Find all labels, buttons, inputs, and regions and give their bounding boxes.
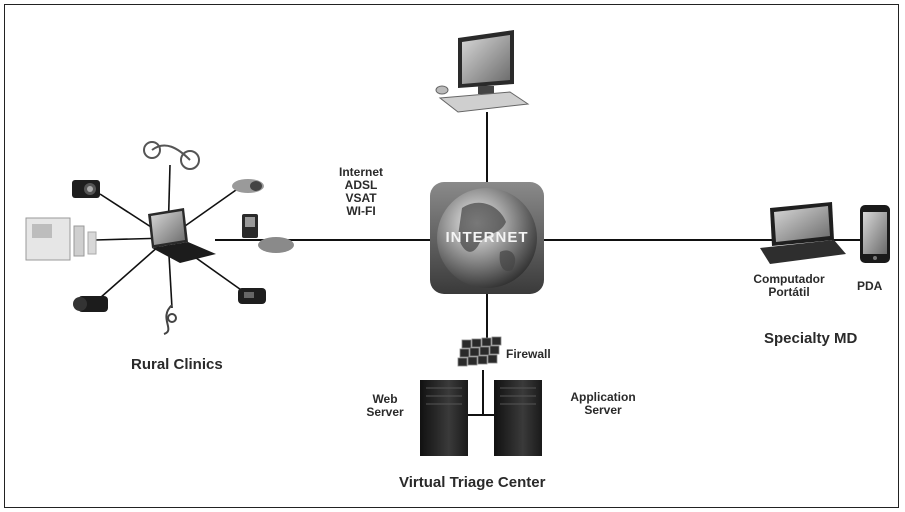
medical-sensor-icon	[232, 179, 264, 193]
pulse-oximeter-icon	[238, 288, 266, 304]
firewall-label: Firewall	[506, 347, 551, 361]
handheld-monitor-icon	[242, 214, 294, 253]
specialty-md-title: Specialty MD	[764, 330, 858, 347]
diagram-frame	[4, 4, 899, 508]
cable-probe-icon	[163, 304, 177, 335]
rural-laptop-icon	[148, 208, 216, 263]
web-server-icon	[420, 380, 468, 456]
connection-lines	[215, 112, 865, 416]
link-types-label: Internet ADSL VSAT WI-FI	[326, 166, 396, 218]
rural-clinics-title: Rural Clinics	[131, 356, 223, 373]
internet-globe-icon	[430, 182, 544, 294]
portable-computer-icon	[760, 202, 846, 264]
pda-icon	[860, 205, 890, 263]
ecg-device-icon	[25, 217, 97, 261]
application-server-label: Application Server	[570, 390, 636, 417]
virtual-triage-center-title: Virtual Triage Center	[399, 474, 546, 491]
hub-label: INTERNET	[445, 229, 529, 246]
application-server-icon	[494, 380, 542, 456]
link-type-wifi: WI-FI	[346, 204, 376, 218]
pda-label: PDA	[857, 279, 883, 293]
link-type-vsat: VSAT	[345, 191, 377, 205]
web-server-label: Web Server	[366, 392, 404, 419]
portable-computer-label: Computador Portátil	[753, 272, 825, 299]
link-type-internet: Internet	[338, 165, 383, 179]
camera-icon	[72, 180, 100, 198]
stethoscope-icon	[143, 141, 200, 170]
firewall-icon	[457, 336, 502, 367]
workstation-icon	[435, 30, 530, 113]
link-type-adsl: ADSL	[344, 178, 378, 192]
video-camera-icon	[73, 296, 108, 312]
